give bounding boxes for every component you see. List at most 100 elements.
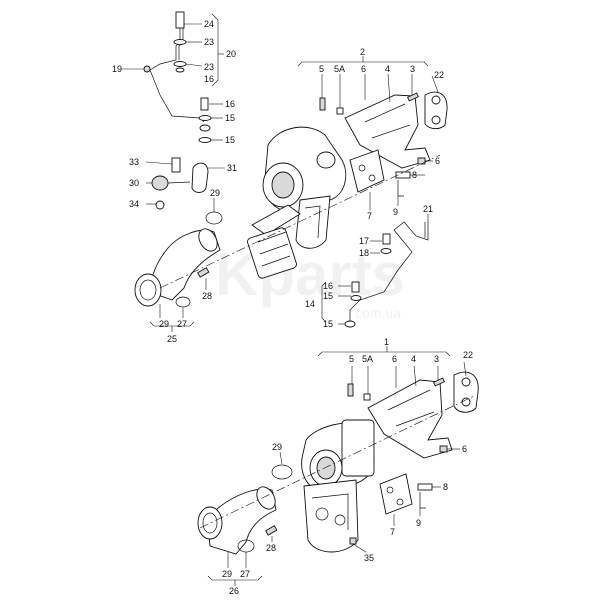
intake-pipe-bottom-leaders: [207, 451, 283, 586]
o-ring-29-bottom: [271, 464, 293, 480]
callout-21: 21: [423, 204, 433, 214]
seal-15-c: [350, 295, 362, 301]
callout-31: 31: [227, 163, 237, 173]
union-17: [382, 233, 391, 245]
callout-26: 26: [229, 586, 239, 596]
callout-5a-top: 5A: [334, 64, 345, 74]
intake-pipe-top: [134, 211, 223, 308]
turbocharger-bottom: [301, 419, 375, 553]
callout-6-shield-top: 6: [435, 156, 440, 166]
callout-1: 1: [384, 337, 389, 347]
callout-5a-bottom: 5A: [362, 354, 373, 364]
bolt-28-top: [197, 267, 210, 278]
callout-16-upper: 16: [204, 74, 214, 84]
callout-15-b: 15: [225, 135, 235, 145]
oil-return-pipe-31: [191, 162, 209, 193]
seal-ring-23-upper: [173, 39, 187, 45]
callout-7-top: 7: [367, 211, 372, 221]
banjo-16-lower: [351, 281, 360, 293]
coolant-line-assembly: [344, 221, 429, 328]
sensor-8-bottom: [417, 483, 433, 491]
callout-4-bottom: 4: [411, 354, 416, 364]
callout-14: 14: [305, 299, 315, 309]
seal-ring-23-lower: [173, 61, 187, 67]
turbocharger-top: [247, 126, 347, 279]
bolt-33: [171, 157, 181, 173]
seal-ring-15-a: [198, 115, 212, 121]
watermark-text: Kparts: [215, 241, 405, 308]
callout-17: 17: [359, 236, 369, 246]
screw-35: [349, 537, 357, 545]
callout-8-bottom: 8: [443, 482, 448, 492]
callout-19: 19: [112, 64, 122, 74]
callout-34: 34: [129, 199, 139, 209]
banjo-bolt-24: [175, 11, 185, 29]
bolt-19: [143, 65, 151, 73]
callout-27-bottom: 27: [240, 569, 250, 579]
seal-15-d: [344, 320, 356, 328]
callout-28-bottom: 28: [266, 543, 276, 553]
callout-15-a: 15: [225, 113, 235, 123]
callout-23-lower: 23: [204, 62, 214, 72]
o-ring-29-top: [205, 211, 223, 225]
callout-4-top: 4: [385, 64, 390, 74]
callout-6-top: 6: [361, 64, 366, 74]
banjo-bolt-16: [200, 97, 209, 111]
callout-9-bottom: 9: [416, 518, 421, 528]
seal-18: [380, 248, 392, 254]
intake-pipe-top-leaders: [149, 198, 215, 332]
gasket-sensor-top: [349, 149, 411, 197]
seal-16-upper: [175, 67, 185, 73]
oil-feed-leaders: [122, 13, 224, 141]
callout-5-bottom: 5: [349, 354, 354, 364]
callout-35: 35: [364, 553, 374, 563]
callout-15-coolant-lower: 15: [323, 319, 333, 329]
o-ring-27-top: [175, 296, 191, 308]
callout-22-top: 22: [434, 70, 444, 80]
oil-feed-line-assembly: [143, 11, 212, 143]
callout-3-top: 3: [410, 64, 415, 74]
callout-5-top: 5: [319, 64, 324, 74]
gasket-7-top: [349, 149, 385, 193]
grommet-30: [151, 175, 169, 191]
gasket-7-bottom: [379, 473, 413, 515]
nut-34: [155, 200, 165, 210]
callout-33: 33: [129, 157, 139, 167]
callout-6-shield-bottom: 6: [462, 444, 467, 454]
callout-29-top: 29: [210, 188, 220, 198]
callout-3-bottom: 3: [434, 354, 439, 364]
oil-return-assembly: [151, 157, 209, 210]
callout-2: 2: [360, 47, 365, 57]
gasket-sensor-bottom: [379, 473, 433, 515]
coolant-line-leaders: [321, 214, 429, 325]
oil-return-leaders: [145, 161, 225, 205]
callout-22-bottom: 22: [463, 350, 473, 360]
gasket-sensor-bottom-leaders: [352, 486, 441, 553]
callout-8-top: 8: [412, 170, 417, 180]
callout-29-bottom-lower: 29: [222, 569, 232, 579]
callout-18: 18: [359, 248, 369, 258]
axis-line-top: [159, 154, 441, 289]
callout-23-upper: 23: [204, 37, 214, 47]
heat-shield-bottom-leaders: [317, 346, 467, 450]
banjo-fitting-15: [199, 124, 211, 132]
heat-shield-bottom: [347, 371, 479, 459]
callout-29-bottom: 29: [272, 442, 282, 452]
watermark-subtext: com.ua: [355, 305, 401, 321]
callout-20: 20: [226, 49, 236, 59]
heat-shield-top-leaders: [297, 56, 439, 162]
heat-shield-top: [319, 91, 448, 169]
intake-pipe-bottom: [197, 464, 293, 555]
callout-15-coolant: 15: [323, 291, 333, 301]
callout-27-top: 27: [177, 319, 187, 329]
gasket-sensor-top-leaders: [369, 174, 425, 210]
callout-16-lower: 16: [225, 99, 235, 109]
callout-25: 25: [167, 334, 177, 344]
callout-9-top: 9: [393, 207, 398, 217]
seal-ring-15-b: [198, 137, 212, 143]
callout-24: 24: [204, 19, 214, 29]
callout-29-top-lower: 29: [159, 319, 169, 329]
callout-7-bottom: 7: [390, 527, 395, 537]
callout-6-bottom: 6: [392, 354, 397, 364]
